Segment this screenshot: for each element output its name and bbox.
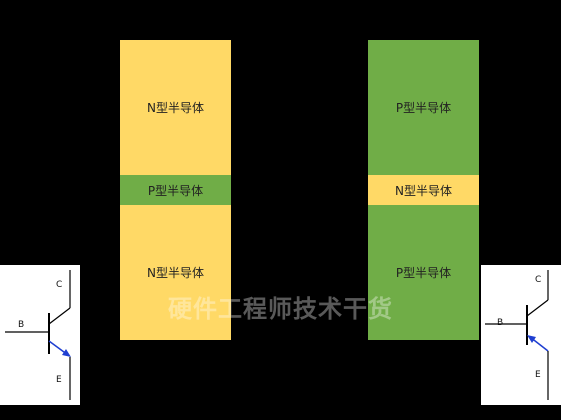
npn-top-n-layer: N型半导体 xyxy=(120,40,231,175)
pnp-layer-stack: P型半导体 N型半导体 P型半导体 xyxy=(368,40,479,340)
npn-collector-diagonal xyxy=(48,307,71,325)
npn-base-label: B xyxy=(18,320,24,330)
pnp-base-label: B xyxy=(497,318,503,328)
npn-middle-p-layer: P型半导体 xyxy=(120,175,231,205)
npn-layer-stack: N型半导体 P型半导体 N型半导体 xyxy=(120,40,231,340)
npn-bottom-n-layer: N型半导体 xyxy=(120,205,231,340)
npn-symbol-graphic: C B E xyxy=(5,270,71,400)
watermark-text: 硬件工程师技术干货 xyxy=(168,295,393,323)
pnp-collector-label: C xyxy=(535,275,541,285)
pnp-arrow-icon xyxy=(527,335,536,343)
pnp-top-p-layer: P型半导体 xyxy=(368,40,479,175)
pnp-transistor-symbol: C B E xyxy=(481,265,561,405)
pnp-bottom-p-layer: P型半导体 xyxy=(368,205,479,340)
pnp-collector-diagonal xyxy=(526,299,549,317)
pnp-symbol-graphic: C B E xyxy=(485,270,549,400)
pnp-emitter-label: E xyxy=(535,370,541,380)
npn-transistor-symbol: C B E xyxy=(0,265,80,405)
pnp-middle-n-layer: N型半导体 xyxy=(368,175,479,205)
npn-arrow-icon xyxy=(62,349,71,357)
npn-collector-label: C xyxy=(56,280,62,290)
npn-emitter-label: E xyxy=(56,375,62,385)
